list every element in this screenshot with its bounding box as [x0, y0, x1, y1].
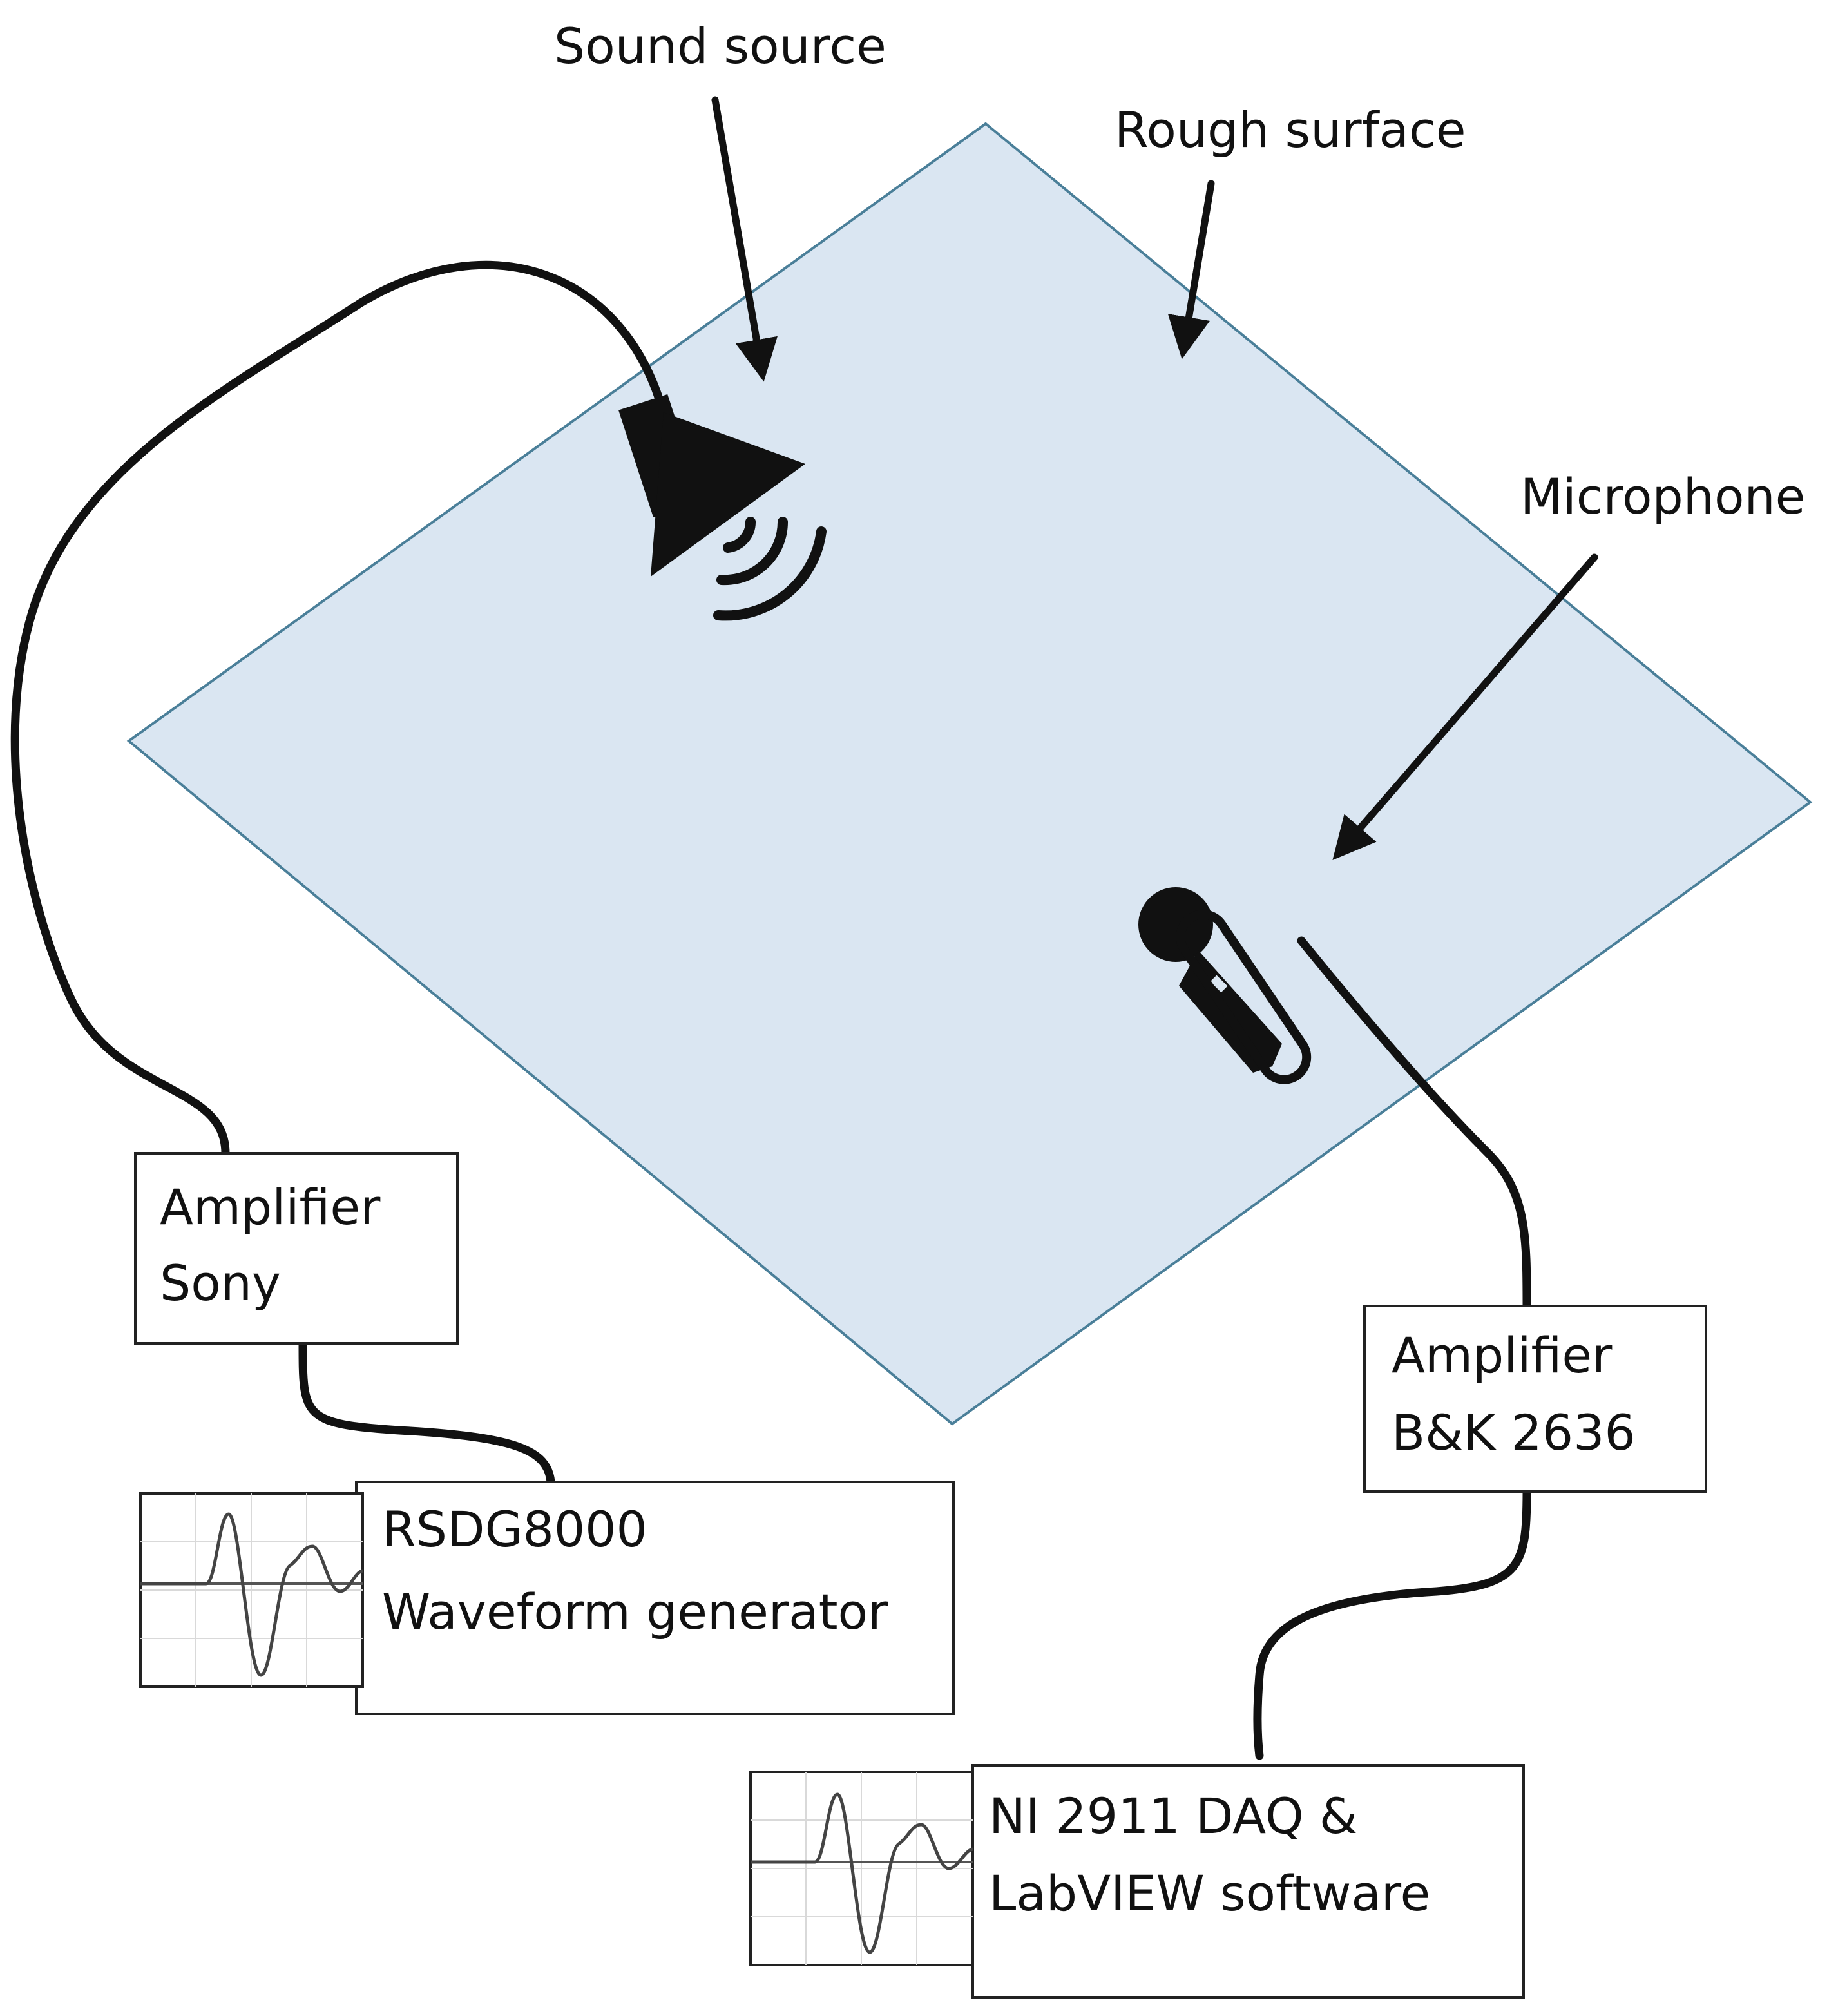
- amp-to-generator-cable: [298, 1339, 555, 1486]
- amplifier-sony-box: Amplifier Sony: [134, 1152, 459, 1345]
- amplifier-sony-line1: Amplifier: [160, 1178, 381, 1236]
- rough-surface: [126, 122, 1813, 1426]
- amp-to-daq-cable: [1253, 1487, 1531, 1760]
- microphone-cable: [1297, 936, 1531, 1312]
- daq-box: NI 2911 DAQ & LabVIEW software: [971, 1764, 1525, 1999]
- sound-source-label: Sound source: [554, 17, 886, 75]
- amplifier-sony-line2: Sony: [160, 1254, 281, 1312]
- rough-surface-label: Rough surface: [1115, 101, 1466, 158]
- speaker-cable: [10, 260, 665, 1158]
- waveform-icon: [749, 1771, 974, 1966]
- rough-surface-arrow: [1167, 180, 1215, 360]
- amplifier-bk-line2: B&K 2636: [1392, 1404, 1636, 1461]
- daq-line2: LabVIEW software: [989, 1865, 1430, 1922]
- microphone-label: Microphone: [1520, 468, 1805, 525]
- waveform-icon: [139, 1492, 364, 1688]
- sound-source-arrow: [711, 96, 778, 382]
- speaker-icon: [618, 394, 827, 621]
- microphone-icon: [1138, 887, 1312, 1084]
- microphone-arrow: [1332, 553, 1598, 860]
- waveform-generator-line1: RSDG8000: [382, 1501, 647, 1558]
- amplifier-bk-box: Amplifier B&K 2636: [1363, 1305, 1707, 1493]
- amplifier-bk-line1: Amplifier: [1392, 1327, 1613, 1384]
- waveform-generator-line2: Waveform generator: [382, 1583, 888, 1640]
- daq-line1: NI 2911 DAQ &: [989, 1787, 1357, 1845]
- waveform-generator-box: RSDG8000 Waveform generator: [355, 1481, 955, 1715]
